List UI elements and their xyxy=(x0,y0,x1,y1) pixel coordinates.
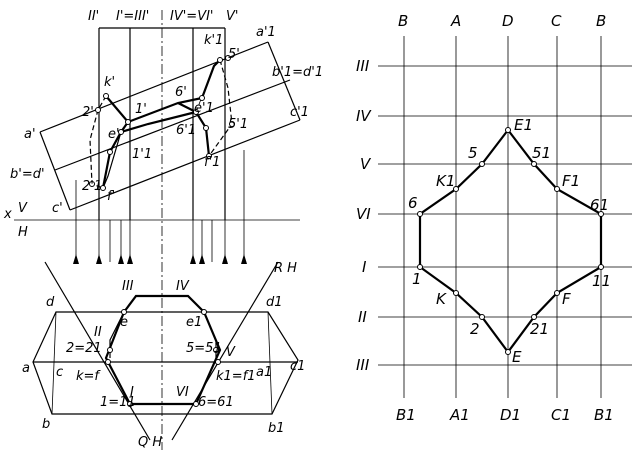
col-top-C: C xyxy=(551,12,562,30)
row-III-top: III xyxy=(356,57,370,75)
label-2-prime: 2' xyxy=(82,105,94,120)
label-III-plan: III xyxy=(122,279,134,294)
label-a1-prime: a'1 xyxy=(256,25,276,40)
label-I-III-prime: I'=III' xyxy=(116,9,149,24)
axis-h-label: H xyxy=(18,225,28,240)
label-1-1-prime: 1'1 xyxy=(132,147,152,162)
row-I: I xyxy=(362,258,367,276)
vertex-1: 1 xyxy=(412,270,422,288)
projection-axis: x V H xyxy=(3,201,300,240)
vertex-K: K xyxy=(436,290,447,308)
label-6-1-prime: 6'1 xyxy=(176,123,196,138)
development-outline xyxy=(418,128,603,354)
vertex-2: 2 xyxy=(470,320,480,338)
row-III-bottom: III xyxy=(356,356,370,374)
axis-v-label: V xyxy=(18,201,28,216)
label-b1: b1 xyxy=(268,421,285,436)
label-a: a xyxy=(22,361,30,376)
label-VI-plan: VI xyxy=(176,385,189,400)
label-e-prime: e' xyxy=(108,127,120,142)
label-k-f: k=f xyxy=(76,369,101,384)
label-2-1-prime: 2'1 xyxy=(82,179,102,194)
label-b-d-prime: b'=d' xyxy=(10,167,45,182)
label-II-prime: II' xyxy=(88,9,99,24)
vertex-K1: K1 xyxy=(436,172,455,190)
label-5-51: 5=51 xyxy=(186,341,222,356)
col-bottom-B1-right: B1 xyxy=(594,406,614,424)
vertex-5: 5 xyxy=(468,144,478,162)
label-V-plan: V xyxy=(226,345,236,360)
label-IV-plan: IV xyxy=(176,279,190,294)
row-II: II xyxy=(358,308,367,326)
col-top-B-right: B xyxy=(596,12,606,30)
plan-view: R H Q H d d1 a a1 b b1 c c1 III IV II V … xyxy=(22,261,305,450)
label-b1-d1-prime: b'1=d'1 xyxy=(272,65,323,80)
vertex-E1: E1 xyxy=(514,116,533,134)
col-top-D: D xyxy=(502,12,514,30)
label-k-prime: k' xyxy=(104,75,115,90)
col-bottom-B1-left: B1 xyxy=(396,406,416,424)
label-1-prime: 1' xyxy=(135,102,147,117)
label-II-plan: II xyxy=(94,325,102,340)
label-c-prime: c' xyxy=(52,201,63,216)
vertex-E: E xyxy=(512,348,522,366)
row-IV: IV xyxy=(356,107,372,125)
label-5-prime: 5' xyxy=(228,47,240,62)
label-1-11: 1=11 xyxy=(100,395,136,410)
projection-connectors xyxy=(73,150,247,264)
label-6-61: 6=61 xyxy=(198,395,234,410)
vertex-F1: F1 xyxy=(562,172,580,190)
label-a-prime: a' xyxy=(24,127,36,142)
front-view: II' I'=III' IV'=VI' V' a' a'1 b'1=d'1 c'… xyxy=(10,9,323,450)
plane-q-label: Q H xyxy=(138,435,162,450)
row-VI: VI xyxy=(356,205,371,223)
plane-r-label: R H xyxy=(274,261,297,276)
vertex-6: 6 xyxy=(408,194,418,212)
label-c1: c1 xyxy=(290,359,305,374)
label-a1: a1 xyxy=(256,365,272,380)
label-e1-prime: e'1 xyxy=(194,101,214,116)
development-grid: B A D C B B1 A1 D1 C1 B1 III IV V VI I I… xyxy=(356,12,632,424)
label-f-prime: f' xyxy=(107,189,115,204)
label-b: b xyxy=(42,417,50,432)
label-I-plan: I xyxy=(130,385,134,400)
label-5-1-prime: 5'1 xyxy=(228,117,248,132)
label-k1-f1: k1=f1 xyxy=(216,369,256,384)
label-2-21: 2=21 xyxy=(66,341,102,356)
col-top-B-left: B xyxy=(398,12,408,30)
label-IV-VI-prime: IV'=VI' xyxy=(170,9,214,24)
row-V: V xyxy=(360,155,372,173)
col-bottom-D1: D1 xyxy=(500,406,521,424)
vertex-F: F xyxy=(562,290,571,308)
label-c: c xyxy=(56,365,63,380)
vertex-51: 51 xyxy=(532,144,551,162)
label-k1-prime: k'1 xyxy=(204,33,223,48)
label-f1-prime: f'1 xyxy=(204,155,220,170)
col-bottom-C1: C1 xyxy=(551,406,571,424)
vertex-61: 61 xyxy=(590,196,609,214)
label-e1: e1 xyxy=(186,315,202,330)
col-top-A: A xyxy=(450,12,461,30)
label-e: e xyxy=(120,315,128,330)
col-bottom-A1: A1 xyxy=(449,406,470,424)
axis-x-label: x xyxy=(3,207,12,222)
label-V-prime: V' xyxy=(226,9,238,24)
label-c1-prime: c'1 xyxy=(290,105,309,120)
vertex-11: 11 xyxy=(592,272,611,290)
label-6-prime: 6' xyxy=(175,85,187,100)
vertex-21: 21 xyxy=(530,320,549,338)
label-d: d xyxy=(46,295,55,310)
label-d1: d1 xyxy=(266,295,283,310)
